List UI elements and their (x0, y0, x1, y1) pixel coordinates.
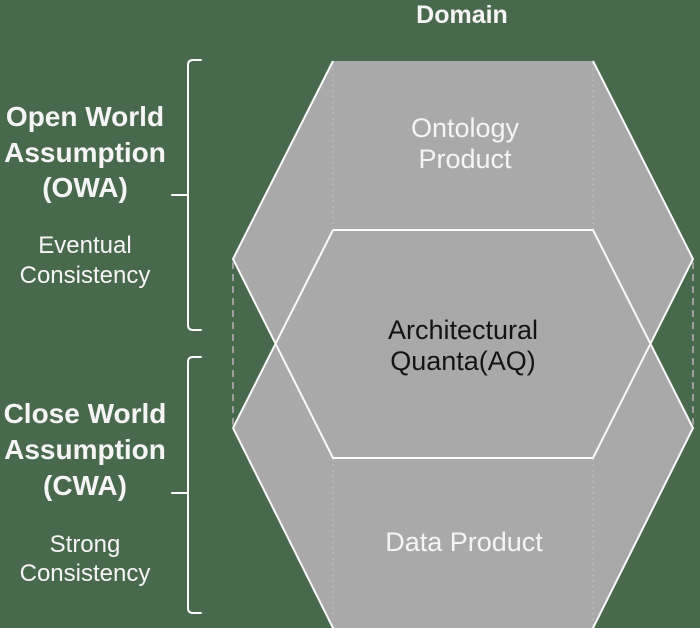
cwa-bracket (171, 356, 202, 614)
data-product-label: Data Product (385, 527, 543, 557)
cwa-heading-line2: Assumption (4, 434, 166, 465)
owa-heading-line3: (OWA) (42, 172, 128, 203)
cwa-label-block: Close World Assumption (CWA) Strong Cons… (4, 398, 167, 587)
architectural-quanta-line2: Quanta(AQ) (390, 346, 536, 376)
owa-heading-line1: Open World (6, 101, 164, 132)
owa-bracket (171, 59, 202, 331)
owa-consistency-line2: Consistency (20, 262, 151, 289)
owa-label-block: Open World Assumption (OWA) Eventual Con… (4, 101, 166, 289)
architectural-quanta-label: Architectural Quanta(AQ) (388, 315, 538, 376)
cwa-consistency-line1: Strong (50, 531, 121, 558)
ontology-product-hexagon-outline (231, 60, 695, 459)
ontology-product-line1: Ontology (411, 113, 520, 143)
ontology-product-label: Ontology Product (411, 113, 520, 174)
architectural-quanta-line1: Architectural (388, 315, 538, 345)
ontology-product-line2: Product (418, 144, 512, 174)
owa-heading-line2: Assumption (4, 137, 166, 168)
owa-consistency-line1: Eventual (38, 232, 131, 259)
diagram-title: Domain (416, 1, 508, 29)
data-product-hexagon-outline (232, 229, 695, 628)
ontology-product-hexagon (233, 61, 693, 458)
cwa-consistency-line2: Consistency (20, 560, 151, 587)
cwa-heading-line1: Close World (4, 398, 167, 429)
cwa-heading-line3: (CWA) (43, 470, 127, 501)
